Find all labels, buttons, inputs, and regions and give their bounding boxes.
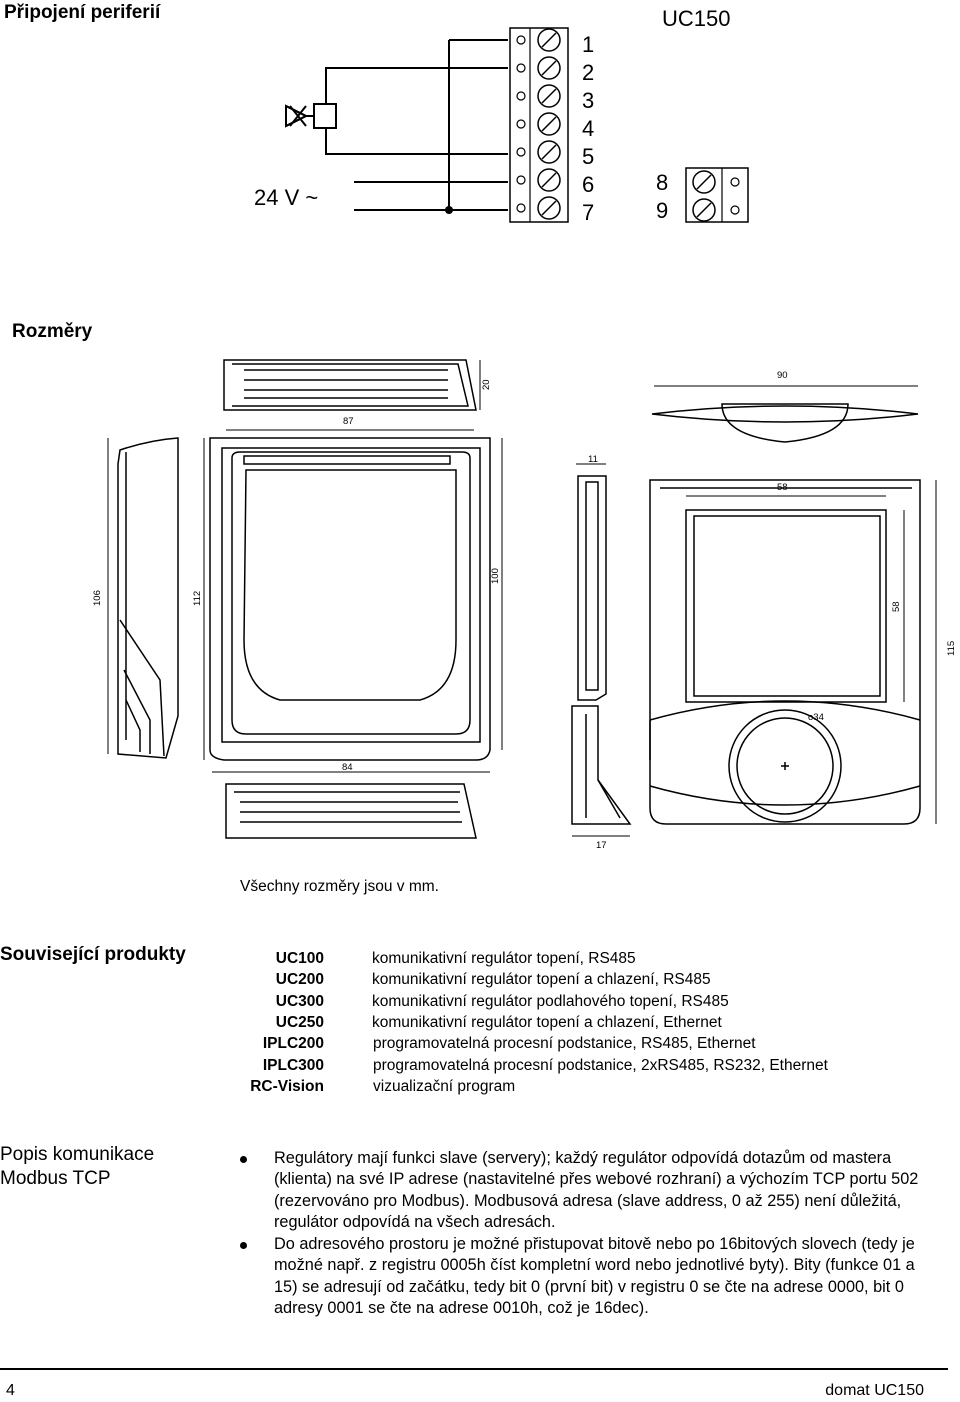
terminal-block-right [685,167,749,223]
wiring-diagram: UC150 24 V ~ 1 2 3 4 5 6 7 8 9 [254,6,749,225]
product-code: IPLC300 [262,1056,324,1074]
product-code: UC250 [275,1013,324,1031]
terminal-hole-icon [516,203,526,213]
footer-divider [0,1368,948,1370]
dim-label-115: 115 [946,641,957,656]
terminal-hole-icon [516,147,526,157]
terminal-screw-slot [541,88,557,104]
terminal-hole-icon [516,175,526,185]
product-code: RC-Vision [250,1077,324,1095]
list-item: Do adresového prostoru je možné přistupo… [238,1234,938,1319]
terminal-number-label: 7 [582,200,594,225]
product-code: UC100 [275,950,324,967]
page-number: 4 [6,1382,15,1399]
dim-label-90: 90 [777,370,788,381]
product-code: IPLC200 [262,1035,324,1053]
product-description: programovatelná procesní podstanice, 2xR… [373,1056,828,1074]
peripherals-heading: Připojení periferií [4,2,161,23]
terminal-hole-icon [516,119,526,129]
dim-label-o34: o34 [808,712,824,723]
terminal-hole-icon [730,177,740,187]
modbus-heading-line1: Popis komunikace [0,1144,155,1165]
modbus-heading-line2: Modbus TCP [0,1168,111,1189]
terminal-hole-icon [516,35,526,45]
dim-label-11: 11 [588,454,598,465]
terminal-number-label: 9 [656,198,668,223]
terminal-screw-slot [541,60,557,76]
product-description: programovatelná procesní podstanice, RS4… [373,1035,756,1053]
terminal-number-label: 2 [582,60,594,85]
bullet-icon [240,1156,247,1163]
product-description: vizualizační program [373,1077,516,1095]
related-products-heading: Související produkty [0,944,186,965]
terminal-block-left [509,27,569,223]
dimensions-heading: Rozměry [12,321,93,342]
terminal-screw-slot [541,116,557,132]
terminal-screw-slot [541,200,557,216]
dim-label-84: 84 [342,762,353,773]
voltage-label: 24 V ~ [254,185,318,210]
product-description: komunikativní regulátor topení a chlazen… [372,971,711,989]
product-code: UC300 [275,992,324,1010]
bullet-icon [240,1242,247,1250]
terminal-hole-icon [730,205,740,215]
dimensions-note: Všechny rozměry jsou v mm. [240,878,439,895]
list-item: Regulátory mají funkci slave (servery); … [238,1148,938,1233]
terminal-number-label: 4 [582,116,594,141]
dim-label-58-h: 58 [777,482,788,493]
dimensions-drawing: 20 87 106 112 100 84 11 90 58 58 115 o34… [92,359,957,851]
terminal-screw-slot [696,202,712,218]
dim-label-20: 20 [481,379,492,390]
terminal-number-label: 3 [582,88,594,113]
terminal-hole-icon [516,91,526,101]
product-description: komunikativní regulátor topení, RS485 [372,950,636,967]
terminal-number-label: 6 [582,172,594,197]
dim-label-17: 17 [596,840,607,851]
valve-icon [285,103,337,129]
dim-label-106: 106 [92,590,103,606]
terminal-screw-slot [541,32,557,48]
modbus-bullet-list: Regulátory mají funkci slave (servery); … [238,1148,938,1319]
terminal-screw-slot [541,172,557,188]
terminal-number-label: 5 [582,144,594,169]
terminal-number-label: 8 [656,170,668,195]
terminal-hole-icon [516,63,526,73]
terminal-screw-slot [696,174,712,190]
dim-label-112: 112 [192,591,203,606]
terminal-screw-slot [541,144,557,160]
device-label: UC150 [662,6,730,31]
dim-label-100: 100 [490,568,501,584]
product-description: komunikativní regulátor podlahového tope… [372,992,729,1010]
dim-label-87: 87 [343,416,354,427]
dim-label-58-v: 58 [891,601,902,612]
footer-doc-name: domat UC150 [825,1382,924,1399]
product-code: UC200 [275,971,324,989]
product-description: komunikativní regulátor topení a chlazen… [372,1013,722,1031]
terminal-number-label: 1 [582,32,594,57]
